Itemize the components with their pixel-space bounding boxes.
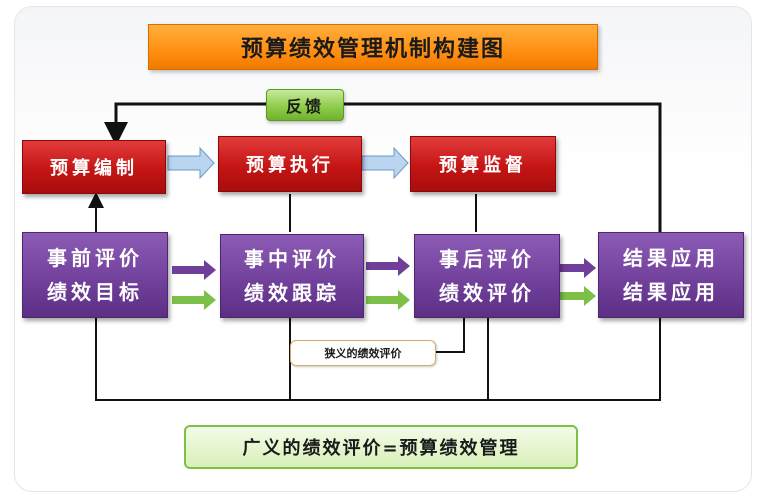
mid-evaluation-line1: 事中评价 — [244, 247, 340, 271]
result-application-line1: 结果应用 — [623, 246, 719, 270]
broad-bracket — [95, 316, 661, 401]
result-application-line2: 结果应用 — [623, 280, 719, 304]
post-evaluation-line2: 绩效评价 — [439, 281, 535, 305]
arrow-purple-3 — [560, 258, 596, 278]
diagram-title: 预算绩效管理机制构建图 — [148, 24, 598, 70]
feedback-line — [104, 102, 662, 232]
result-application-box: 结果应用 结果应用 — [598, 232, 744, 318]
narrow-bracket — [434, 316, 465, 353]
arrow-green-2 — [366, 290, 410, 310]
arrow-exec-to-super — [361, 146, 409, 180]
arrow-green-3 — [560, 286, 596, 306]
pre-evaluation-line2: 绩效目标 — [47, 280, 143, 304]
budget-preparation-box: 预算编制 — [22, 140, 166, 194]
pre-evaluation-box: 事前评价 绩效目标 — [22, 232, 168, 318]
narrow-evaluation-label: 狭义的绩效评价 — [290, 340, 436, 366]
budget-supervision-box: 预算监督 — [410, 136, 556, 192]
broad-evaluation-label: 广义的绩效评价=预算绩效管理 — [184, 425, 578, 469]
arrow-prep-to-exec — [167, 146, 215, 180]
budget-execution-box: 预算执行 — [218, 136, 362, 192]
post-evaluation-box: 事后评价 绩效评价 — [414, 234, 560, 318]
arrow-purple-2 — [366, 256, 410, 276]
feedback-label: 反馈 — [266, 89, 344, 121]
pre-evaluation-line1: 事前评价 — [47, 246, 143, 270]
mid-evaluation-box: 事中评价 绩效跟踪 — [220, 234, 364, 318]
arrow-green-1 — [172, 290, 216, 310]
mid-evaluation-line2: 绩效跟踪 — [244, 281, 340, 305]
arrow-purple-1 — [172, 260, 216, 280]
post-evaluation-line1: 事后评价 — [439, 247, 535, 271]
